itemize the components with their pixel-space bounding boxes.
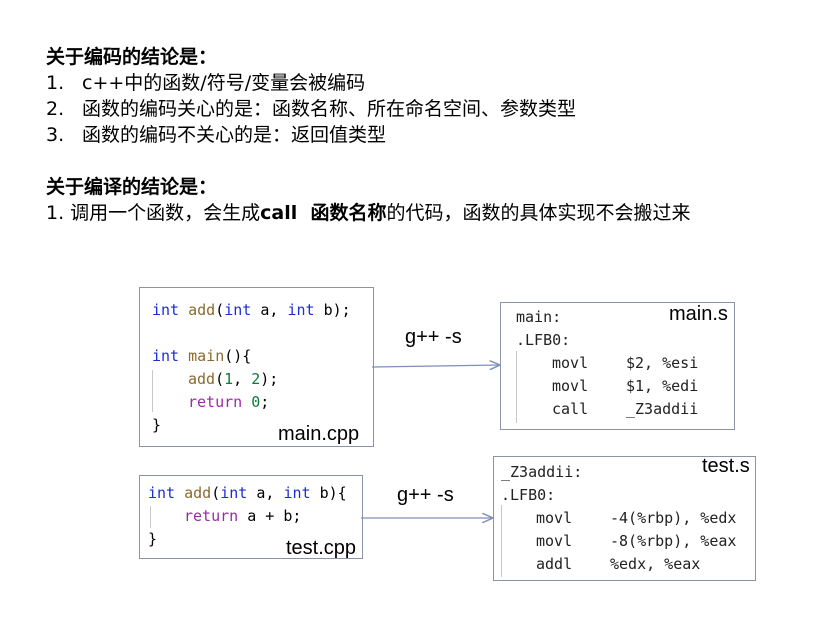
encoding-item-2-text: 函数的编码关心的是：函数名称、所在命名空间、参数类型: [82, 98, 577, 120]
encoding-item-1: 1. c++中的函数/符号/变量会被编码: [46, 68, 365, 95]
keyword-return: return: [184, 507, 239, 525]
main-s-filename: main.s: [669, 303, 728, 325]
param-a: a,: [247, 484, 284, 502]
test-s-instr-1: movl -4(%rbp), %edx: [536, 509, 736, 527]
semicolon: ;: [260, 393, 270, 411]
encoding-item-2-num: 2.: [46, 98, 65, 120]
compile-item-1-suffix: 的代码，函数的具体实现不会搬过来: [386, 202, 691, 224]
test-s-instr-2: movl -8(%rbp), %eax: [536, 532, 736, 550]
compile-item-1: 1. 调用一个函数，会生成call 函数名称的代码，函数的具体实现不会搬过来: [46, 198, 691, 225]
param-a: a,: [251, 301, 288, 319]
main-s-instr-2: movl $1, %edi: [552, 377, 698, 395]
main-cpp-box: int add(int a, int b); int main(){ add(1…: [139, 287, 374, 447]
return-expression: a + b;: [238, 507, 302, 525]
compile-item-1-bold: call 函数名称: [260, 202, 387, 224]
operands: -4(%rbp), %edx: [610, 509, 737, 527]
keyword-int: int: [224, 301, 252, 319]
param-b: b){: [310, 484, 347, 502]
opcode: movl: [552, 354, 589, 372]
param-b: b);: [314, 301, 351, 319]
keyword-int: int: [152, 301, 180, 319]
keyword-int: int: [287, 301, 315, 319]
main-s-instr-1: movl $2, %esi: [552, 354, 698, 372]
encoding-item-3: 3. 函数的编码不关心的是：返回值类型: [46, 120, 386, 147]
main-cpp-line-1: int add(int a, int b);: [152, 301, 351, 319]
compile-heading: 关于编译的结论是：: [46, 176, 218, 198]
function-name: main: [188, 347, 225, 365]
top-arrow: [371, 365, 500, 367]
function-name: add: [184, 484, 212, 502]
paren: );: [260, 370, 279, 388]
top-arrow-label: g++ -s: [405, 326, 462, 348]
main-s-label-lfb0: .LFB0:: [516, 331, 571, 349]
test-s-label-z3addii: _Z3addii:: [501, 463, 583, 481]
test-cpp-line-3: }: [148, 530, 158, 548]
paren: (: [215, 370, 225, 388]
function-name: add: [188, 301, 216, 319]
test-s-instr-3: addl %edx, %eax: [536, 555, 700, 573]
encoding-item-2: 2. 函数的编码关心的是：函数名称、所在命名空间、参数类型: [46, 94, 576, 121]
opcode: call: [552, 400, 589, 418]
comma: ,: [233, 370, 252, 388]
test-cpp-line-1: int add(int a, int b){: [148, 484, 347, 502]
number-literal: 0: [251, 393, 261, 411]
main-signature-rest: (){: [224, 347, 252, 365]
test-cpp-indent-guide: [150, 506, 151, 528]
opcode: movl: [536, 509, 573, 527]
main-cpp-line-4: add(1, 2);: [188, 370, 278, 388]
opcode: movl: [552, 377, 589, 395]
test-cpp-box: int add(int a, int b){ return a + b; } t…: [139, 475, 363, 559]
main-cpp-filename: main.cpp: [278, 423, 360, 445]
test-s-filename: test.s: [702, 455, 750, 477]
opcode: addl: [536, 555, 573, 573]
test-cpp-filename: test.cpp: [286, 537, 357, 559]
test-s-indent-guide: [501, 505, 502, 577]
keyword-return: return: [188, 393, 243, 411]
encoding-heading: 关于编码的结论是：: [46, 46, 218, 68]
keyword-int: int: [220, 484, 248, 502]
main-s-box: main: .LFB0: movl $2, %esi movl $1, %edi c…: [500, 302, 735, 430]
encoding-item-1-num: 1.: [46, 72, 65, 94]
operands: -8(%rbp), %eax: [610, 532, 737, 550]
operands: $1, %edi: [626, 377, 699, 395]
function-name: add: [188, 370, 216, 388]
main-s-instr-3: call _Z3addii: [552, 400, 698, 418]
main-cpp-line-5: return 0;: [188, 393, 269, 411]
operands: $2, %esi: [626, 354, 699, 372]
number-literal: 1: [224, 370, 234, 388]
opcode: movl: [536, 532, 573, 550]
keyword-int: int: [148, 484, 176, 502]
test-s-label-lfb0: .LFB0:: [501, 486, 556, 504]
number-literal: 2: [251, 370, 261, 388]
test-cpp-line-2: return a + b;: [184, 507, 301, 525]
encoding-item-3-num: 3.: [46, 124, 65, 146]
main-s-indent-guide: [516, 351, 517, 423]
operands: %edx, %eax: [610, 555, 701, 573]
keyword-int: int: [283, 484, 311, 502]
keyword-int: int: [152, 347, 180, 365]
main-cpp-line-6: }: [152, 416, 162, 434]
main-cpp-indent-guide: [152, 370, 153, 412]
encoding-item-3-text: 函数的编码不关心的是：返回值类型: [82, 124, 387, 146]
main-s-label-main: main:: [516, 308, 562, 326]
main-cpp-line-3: int main(){: [152, 347, 251, 365]
compile-item-1-prefix: 1. 调用一个函数，会生成: [46, 202, 261, 224]
bottom-arrow-label: g++ -s: [397, 484, 454, 506]
operands: _Z3addii: [626, 400, 699, 418]
test-s-box: _Z3addii: .LFB0: movl -4(%rbp), %edx movl…: [493, 455, 756, 581]
encoding-item-1-text: c++中的函数/符号/变量会被编码: [82, 72, 366, 94]
